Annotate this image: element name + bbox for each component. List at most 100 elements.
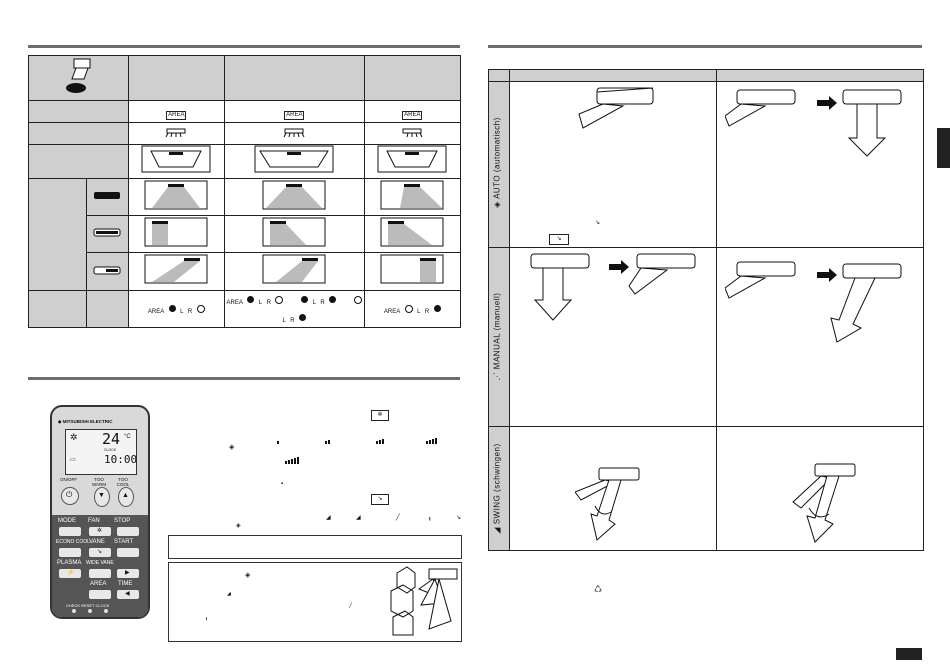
auto-diamond-icon: ◈ <box>492 201 502 208</box>
col-head-1 <box>127 55 225 101</box>
temperature-display: 24 <box>102 430 121 448</box>
section-rule-top-right <box>488 45 922 48</box>
selector-r: R <box>266 300 271 306</box>
mode-button[interactable] <box>58 526 82 537</box>
stop-label: STOP <box>114 518 131 524</box>
clock-button[interactable] <box>104 609 108 613</box>
vane-pos-icon: ╻ <box>205 615 209 621</box>
start-button[interactable] <box>116 547 140 558</box>
area-right-display-icon <box>402 128 423 137</box>
fan-icon: ✲ <box>97 528 103 534</box>
fan-button[interactable]: ✲ <box>88 526 112 537</box>
vane-label: VANE <box>89 539 105 545</box>
power-icon: ⏻ <box>66 490 73 499</box>
triangle-right-icon: ▶ <box>125 570 130 576</box>
room-airflow-right-icon <box>377 145 447 173</box>
on-off-button[interactable]: ⏻ <box>61 487 79 505</box>
manual-cool-sequence-diagram <box>530 253 696 321</box>
room-airflow-wide-icon <box>254 145 334 173</box>
plasma-label: PLASMA <box>57 560 82 566</box>
display-icon-cell-1 <box>127 122 225 145</box>
fan-low-icon: ▪ <box>281 481 284 487</box>
right-dot-filled-icon <box>329 296 337 304</box>
install-left-icon-cell <box>86 215 129 253</box>
area-settings-table: AREA AREA AREA <box>27 55 462 328</box>
install-right-cell-3 <box>363 252 462 291</box>
area-label: AREA <box>90 581 107 587</box>
vane-pos-icon: ◢ <box>227 591 231 597</box>
vane-pos-1-icon: ◢ <box>326 515 331 521</box>
vane-row-label-auto: ◈ AUTO (automatisch) <box>492 117 502 208</box>
room-center-flow-icon <box>380 180 444 209</box>
too-cool-label: TOO COOL <box>116 477 130 487</box>
area-left-display-icon <box>165 128 186 137</box>
install-left-cell-2 <box>223 215 365 253</box>
install-right-cell-2 <box>223 252 365 291</box>
head-icon-cell <box>28 55 129 101</box>
page-number-box <box>896 648 922 660</box>
fan-speed-high-icon <box>285 457 299 464</box>
install-left-cell-3 <box>363 215 462 253</box>
unit-center-icon <box>94 192 121 199</box>
row-head-selector-b <box>86 290 129 328</box>
clock-display: 10:00 <box>104 453 138 466</box>
area-icon-cell-2: AREA <box>223 100 365 123</box>
auto-diamond-icon: ◈ <box>229 444 235 451</box>
vane-table-header-a <box>489 70 510 82</box>
left-dot-filled-icon <box>168 305 176 313</box>
stop-button[interactable] <box>116 526 140 537</box>
time-up-button[interactable]: ▶ <box>116 568 140 579</box>
room-right-flow-icon <box>380 254 444 284</box>
mitsubishi-logo-icon: ◆ <box>58 419 62 424</box>
room-right-flow-icon <box>262 254 326 284</box>
econo-cool-label: ECONO COOL <box>56 539 90 545</box>
vane-pos-icon: ╱ <box>349 603 353 609</box>
area-button[interactable] <box>88 589 112 600</box>
row-head-display <box>28 122 129 145</box>
vane-table-header-b <box>510 70 717 82</box>
reset-button[interactable] <box>88 609 92 613</box>
selector-l: L <box>312 300 316 306</box>
bottom-button-labels: CHECK RESET CLOCK <box>66 603 110 608</box>
remote-lcd: ✲ 24 °C CLOCK 10:00 ▭ <box>65 429 137 475</box>
swing-cool-airflow-diagram <box>575 467 640 541</box>
left-dot-empty-icon <box>404 304 413 313</box>
vane-pos-5-icon: ↘ <box>456 515 462 521</box>
wide-vane-button[interactable] <box>88 568 112 579</box>
vane-pos-3-icon: ╱ <box>396 515 400 521</box>
auto-diamond-icon: ◈ <box>236 523 241 529</box>
right-dot-filled-icon <box>299 314 307 322</box>
plasma-button[interactable]: ⚡ <box>58 568 82 579</box>
unit-left-icon <box>93 228 121 237</box>
check-button[interactable] <box>72 609 76 613</box>
air-direction-icon <box>66 58 91 93</box>
vane-button[interactable]: ↘ <box>88 547 112 558</box>
room-left-flow-icon <box>380 217 444 246</box>
temp-down-button[interactable]: ▼ <box>94 487 110 507</box>
section-rule-bottom-left <box>28 377 460 380</box>
vane-table-header-c <box>717 70 923 82</box>
note-box <box>168 535 462 559</box>
row-head-selector-a <box>27 290 88 328</box>
vane-mini-icon: ↘ <box>595 220 601 226</box>
time-down-button[interactable]: ◀ <box>116 589 140 600</box>
area-label: AREA <box>226 300 243 306</box>
install-center-cell-1 <box>127 178 225 216</box>
temp-up-button[interactable]: ▲ <box>118 487 134 507</box>
room-cell-3 <box>363 144 462 179</box>
room-center-flow-icon <box>262 180 326 209</box>
econo-cool-button[interactable] <box>58 547 82 558</box>
vane-row-divider-1 <box>489 247 923 248</box>
selector-l: L <box>282 318 286 324</box>
fan-label: FAN <box>88 518 100 524</box>
vane-pos-2-icon: ◢ <box>356 515 361 521</box>
fan-high-icon <box>285 452 301 470</box>
selector-l: L <box>258 300 263 306</box>
vane-table: ◈ AUTO (automatisch) ⋰ MANUAL (manuell) … <box>488 69 924 551</box>
row-head-area-button <box>28 100 129 123</box>
triangle-down-icon: ▼ <box>98 492 105 499</box>
auto-diamond-icon: ◈ <box>245 572 251 579</box>
remote-brand: ◆ MITSUBISHI ELECTRIC <box>58 419 113 424</box>
area-button-icon: AREA <box>166 110 187 120</box>
auto-heat-sequence-diagram <box>725 89 902 157</box>
